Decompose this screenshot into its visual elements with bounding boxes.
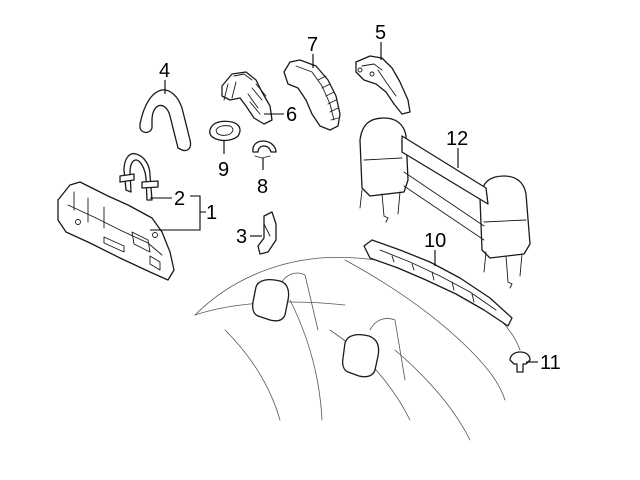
- callout-6: 6: [286, 104, 297, 126]
- part-4-cover: [139, 89, 192, 152]
- part-12-rollbar: [359, 117, 531, 289]
- callout-8: 8: [257, 176, 268, 198]
- part-5-trim: [355, 55, 411, 115]
- callout-7: 7: [307, 34, 318, 56]
- callout-4: 4: [159, 60, 170, 82]
- callout-10: 10: [424, 230, 446, 252]
- part-3-clip: [257, 211, 277, 255]
- callout-11: 11: [540, 352, 561, 374]
- callout-3: 3: [236, 226, 247, 248]
- part-7-panel: [283, 59, 341, 131]
- headrest-front: [252, 279, 290, 322]
- leader-1: [150, 195, 206, 231]
- leader-lines: [150, 42, 538, 363]
- part-9-grommet: [209, 120, 241, 142]
- part-11-clip: [509, 351, 531, 373]
- callout-5: 5: [375, 22, 386, 44]
- part-1-panel: [57, 181, 175, 281]
- headrest-rear: [342, 334, 380, 378]
- part-8-clip: [252, 140, 277, 159]
- part-2-bracket: [119, 152, 159, 201]
- part-10-strip: [363, 239, 513, 327]
- part-6-bracket: [221, 71, 273, 125]
- callout-2: 2: [174, 188, 185, 210]
- callout-9: 9: [218, 159, 229, 181]
- callout-12: 12: [446, 128, 468, 150]
- callout-1: 1: [206, 202, 217, 224]
